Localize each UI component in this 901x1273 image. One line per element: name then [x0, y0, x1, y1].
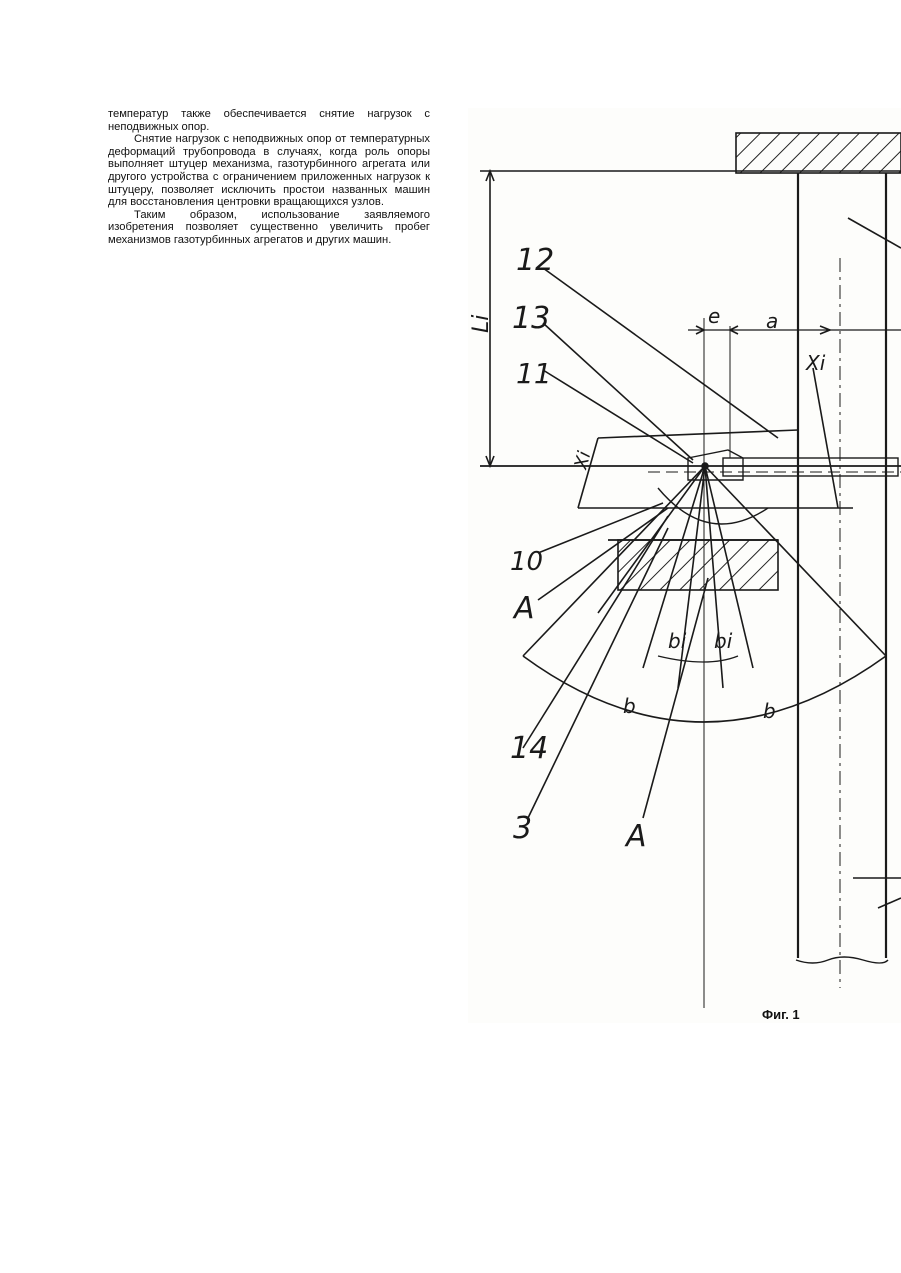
label-b-right: b: [763, 699, 776, 723]
label-b-left: b: [623, 694, 636, 718]
label-a-bottom: A: [624, 819, 647, 854]
label-13: 13: [512, 301, 550, 336]
body-text: температур также обеспечивается снятие н…: [108, 108, 430, 247]
label-3: 3: [513, 811, 532, 846]
label-e: e: [708, 304, 720, 328]
label-li: Li: [469, 315, 494, 333]
technical-drawing: 12 13 11 10 A 14 3 A Li e a Xi Xi bi bi …: [468, 108, 901, 1023]
paragraph-2: Снятие нагрузок с неподвижных опор от те…: [108, 133, 430, 209]
paragraph-1: температур также обеспечивается снятие н…: [108, 108, 430, 133]
paragraph-3: Таким образом, использование заявляемого…: [108, 209, 430, 247]
label-12: 12: [516, 243, 554, 278]
figure-caption: Фиг. 1: [762, 1007, 800, 1022]
label-11: 11: [516, 357, 552, 390]
top-wall-hatch: [736, 133, 901, 173]
label-xi-right: Xi: [805, 351, 826, 375]
label-bi-right: bi: [714, 629, 733, 653]
label-xi-left: Xi: [570, 449, 595, 472]
label-14: 14: [510, 731, 548, 766]
label-a: a: [766, 309, 778, 333]
label-bi-left: bi: [668, 629, 687, 653]
label-10: 10: [510, 547, 543, 577]
label-a-left: A: [512, 591, 535, 626]
drawing-svg: 12 13 11 10 A 14 3 A Li e a Xi Xi bi bi …: [468, 108, 901, 1023]
